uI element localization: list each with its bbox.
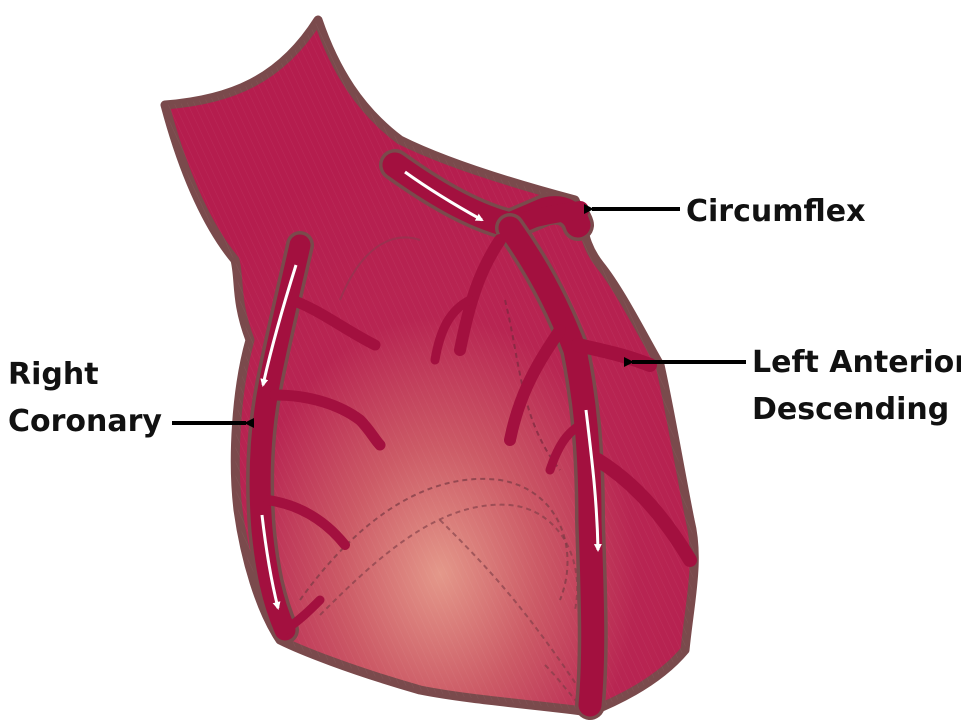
- rca-label-line2: Coronary: [8, 404, 162, 439]
- lad-label-line1: Left Anterior: [752, 345, 961, 380]
- lad-label-line2: Descending: [752, 392, 949, 427]
- circumflex-artery: [520, 210, 580, 222]
- heart-shape: [165, 20, 694, 712]
- rca-label-line1: Right: [8, 357, 99, 392]
- circumflex-label: Circumflex: [686, 194, 865, 229]
